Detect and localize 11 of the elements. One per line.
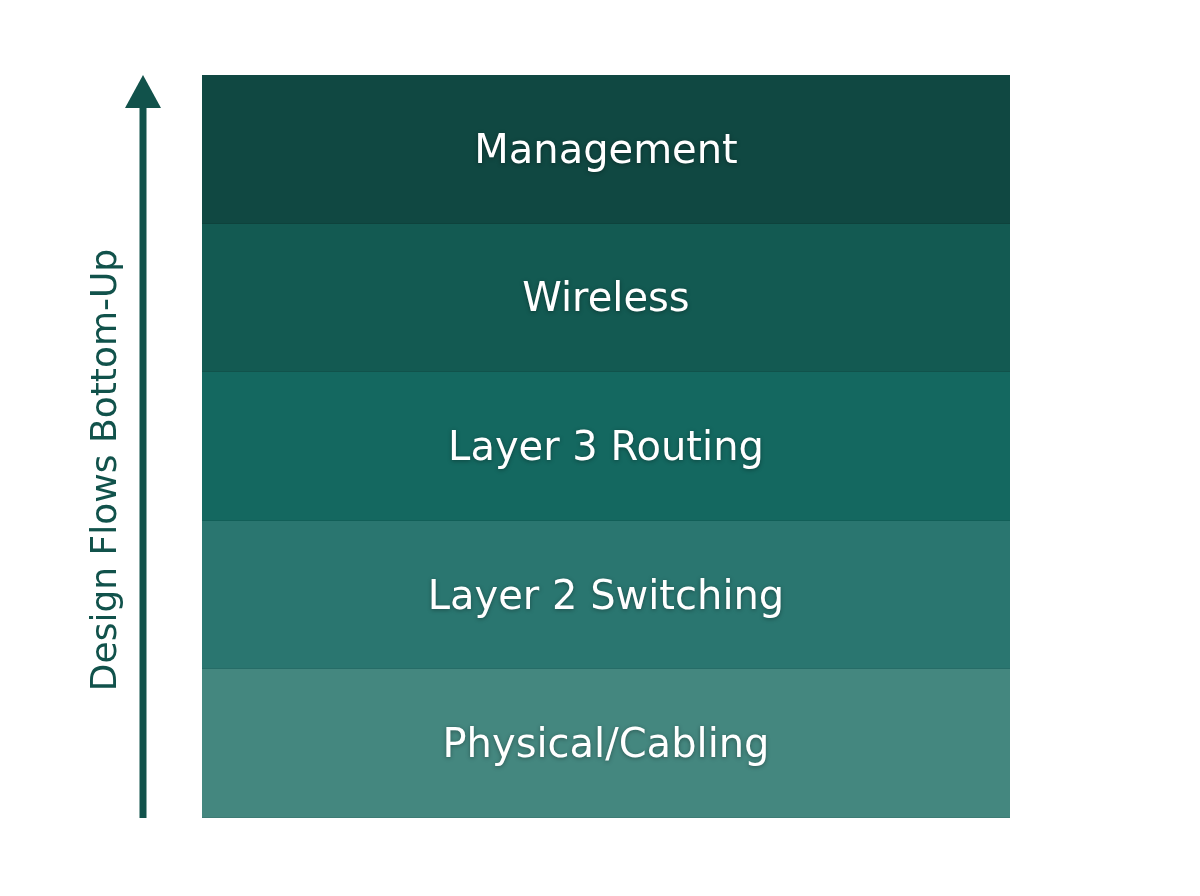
layer-band — [202, 372, 1010, 521]
axis-label: Design Flows Bottom-Up — [82, 248, 124, 692]
layer-label: Wireless — [522, 274, 690, 321]
layer-label: Layer 2 Switching — [427, 571, 785, 618]
layer-band — [202, 520, 1010, 670]
layer-band — [202, 223, 1010, 373]
layer-label: Layer 3 Routing — [448, 423, 764, 469]
layer-band — [202, 669, 1010, 818]
layer-label: Management — [474, 125, 738, 172]
layer-label: Physical/Cabling — [442, 720, 770, 767]
layer-band — [202, 75, 1010, 224]
